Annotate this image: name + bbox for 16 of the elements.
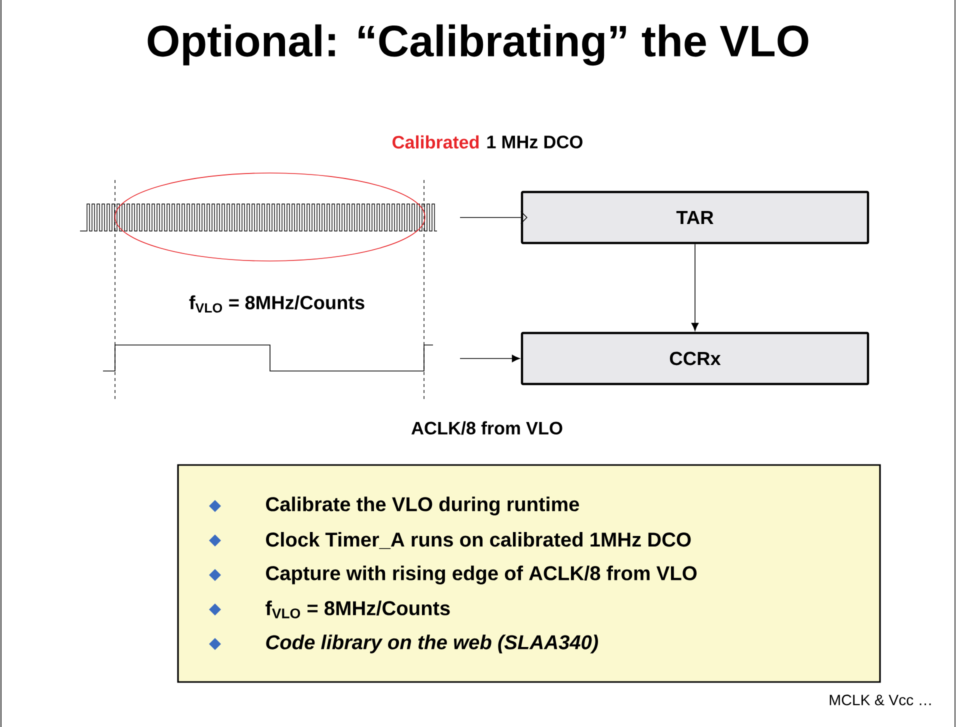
bullet-text: f$_{VLO}$ = 8MHz/Counts xyxy=(266,600,450,618)
register-box: CCRx xyxy=(520,332,870,386)
caption-highlight: Calibrated xyxy=(392,135,479,149)
title: Optional: “Calibrating” the VLO xyxy=(148,24,808,66)
formula-label: f$_{VLO}$ = 8MHz/Counts xyxy=(189,295,364,313)
arrow xyxy=(691,244,699,331)
bullet-text: Calibrate the VLO during runtime xyxy=(266,496,579,516)
signal-label: 1 MHz DCO xyxy=(487,136,582,148)
footer-note: MCLK & Vcc … xyxy=(830,694,931,706)
bullet-text: Code library on the web (SLAA340) xyxy=(266,634,598,654)
bullet-text: Clock Timer_A runs on calibrated 1MHz DCO xyxy=(266,532,691,549)
arrow xyxy=(460,354,520,362)
signal-label: ACLK/8 from VLO xyxy=(411,421,562,435)
register-box: TAR xyxy=(520,190,870,244)
arrow xyxy=(460,211,528,224)
bullet-text: Capture with rising edge of ACLK/8 from VLO xyxy=(266,566,697,584)
